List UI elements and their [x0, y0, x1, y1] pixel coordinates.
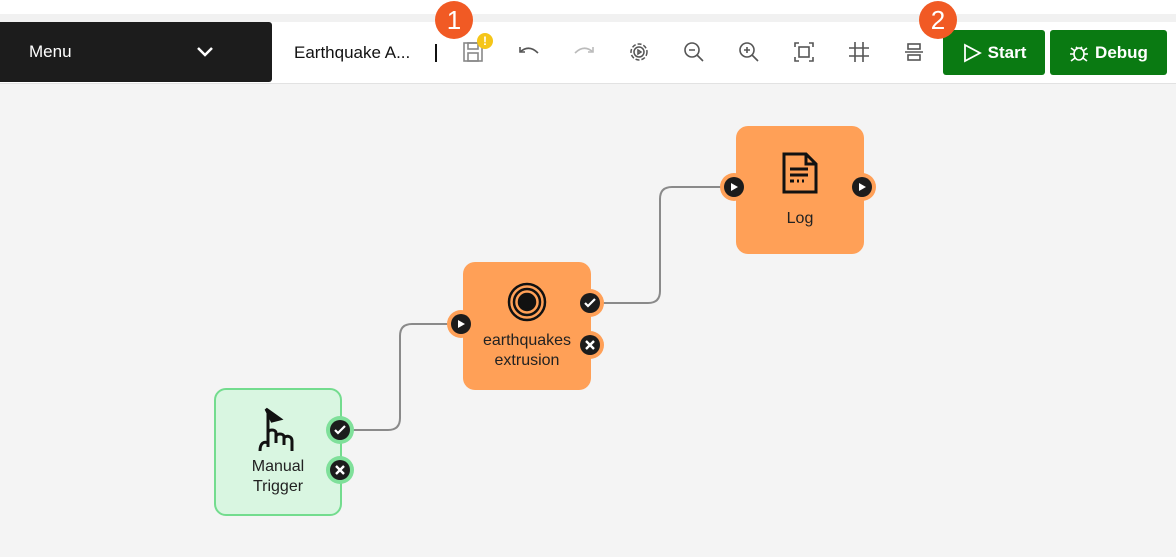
play-icon	[458, 320, 465, 328]
divider	[0, 14, 1176, 22]
bug-icon	[1070, 45, 1089, 62]
settings-icon	[630, 43, 648, 61]
eq-error-port[interactable]	[576, 331, 604, 359]
trigger-success-port[interactable]	[326, 416, 354, 444]
edge-eq-to-log[interactable]	[602, 186, 722, 304]
menu-dropdown[interactable]: Menu	[0, 22, 272, 82]
zoom-in-icon	[739, 42, 759, 62]
workflow-title[interactable]: Earthquake A...	[294, 43, 411, 62]
settings-button[interactable]	[625, 38, 653, 66]
eq-success-port[interactable]	[576, 289, 604, 317]
node-label: Log	[786, 210, 814, 227]
chevron-down-icon	[197, 47, 213, 57]
node-earthquakes-extrusion[interactable]: earthquakes extrusion	[463, 262, 591, 390]
play-icon	[963, 43, 982, 62]
hand-tap-icon	[258, 407, 294, 452]
align-icon	[905, 43, 923, 61]
log-output-port[interactable]	[848, 173, 876, 201]
redo-icon	[574, 47, 594, 54]
zoom-out-button[interactable]	[680, 38, 708, 66]
eq-input-port[interactable]	[447, 310, 475, 338]
zoom-out-icon	[684, 42, 704, 62]
redo-button[interactable]	[570, 38, 598, 66]
fit-screen-icon	[794, 42, 814, 62]
undo-button[interactable]	[515, 38, 543, 66]
annotation-badge-1: 1	[435, 1, 473, 39]
grid-button[interactable]	[845, 38, 873, 66]
check-icon	[334, 425, 346, 435]
start-label: Start	[987, 42, 1027, 62]
start-button[interactable]: Start	[943, 30, 1045, 75]
undo-icon	[519, 47, 539, 54]
annotation-badge-2: 2	[919, 1, 957, 39]
grid-icon	[849, 42, 869, 62]
play-icon	[859, 183, 866, 191]
menu-label: Menu	[29, 42, 72, 61]
node-log[interactable]: Log	[736, 126, 864, 254]
edge-trigger-to-eq[interactable]	[352, 323, 450, 431]
top-strip	[0, 0, 1176, 14]
log-input-port[interactable]	[720, 173, 748, 201]
node-label-line2: Trigger	[252, 478, 304, 495]
node-manual-trigger[interactable]: Manual Trigger	[214, 388, 342, 516]
target-icon	[507, 282, 547, 322]
node-label-line2: extrusion	[494, 352, 560, 369]
fit-screen-button[interactable]	[790, 38, 818, 66]
x-icon	[585, 340, 595, 350]
x-icon	[335, 465, 345, 475]
zoom-in-button[interactable]	[735, 38, 763, 66]
check-icon	[584, 298, 596, 308]
trigger-error-port[interactable]	[326, 456, 354, 484]
debug-button[interactable]: Debug	[1050, 30, 1167, 75]
document-icon	[782, 152, 818, 194]
align-button[interactable]	[900, 38, 928, 66]
play-icon	[731, 183, 738, 191]
text-cursor	[435, 44, 437, 62]
debug-label: Debug	[1095, 42, 1148, 62]
unsaved-warning-badge: !	[477, 33, 493, 49]
node-label-line1: Manual	[251, 458, 305, 475]
node-label-line1: earthquakes	[482, 332, 572, 349]
